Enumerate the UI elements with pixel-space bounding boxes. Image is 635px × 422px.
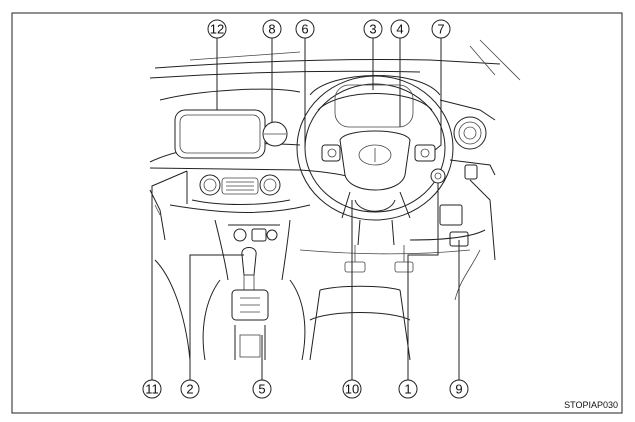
callout-9: 9: [449, 379, 469, 399]
callout-10: 10: [342, 379, 362, 399]
callout-2: 2: [180, 379, 200, 399]
diagram-border: [11, 12, 623, 414]
figure-code: STOPIAP030: [564, 400, 618, 410]
callout-label: 1: [404, 382, 411, 397]
callout-3: 3: [363, 19, 383, 39]
callout-11: 11: [142, 379, 162, 399]
callout-4: 4: [390, 19, 410, 39]
callout-8: 8: [262, 19, 282, 39]
callout-label: 9: [455, 382, 462, 397]
callout-label: 10: [345, 382, 359, 397]
callout-6: 6: [295, 19, 315, 39]
callout-7: 7: [431, 19, 451, 39]
engine-switch: [430, 168, 446, 184]
callout-label: 5: [258, 382, 265, 397]
dashboard-illustration: [149, 39, 521, 361]
callout-1: 1: [398, 379, 418, 399]
multimedia-display: [174, 109, 266, 159]
callout-label: 7: [437, 22, 444, 37]
callout-5: 5: [252, 379, 272, 399]
callout-label: 2: [186, 382, 193, 397]
callout-12: 12: [207, 19, 227, 39]
leader-lines: [151, 38, 460, 380]
callout-label: 12: [210, 22, 224, 37]
callout-label: 4: [396, 22, 403, 37]
callout-label: 8: [268, 22, 275, 37]
callout-label: 11: [145, 382, 159, 397]
callout-label: 6: [301, 22, 308, 37]
shift-lever: [241, 247, 257, 276]
callout-label: 3: [369, 22, 376, 37]
